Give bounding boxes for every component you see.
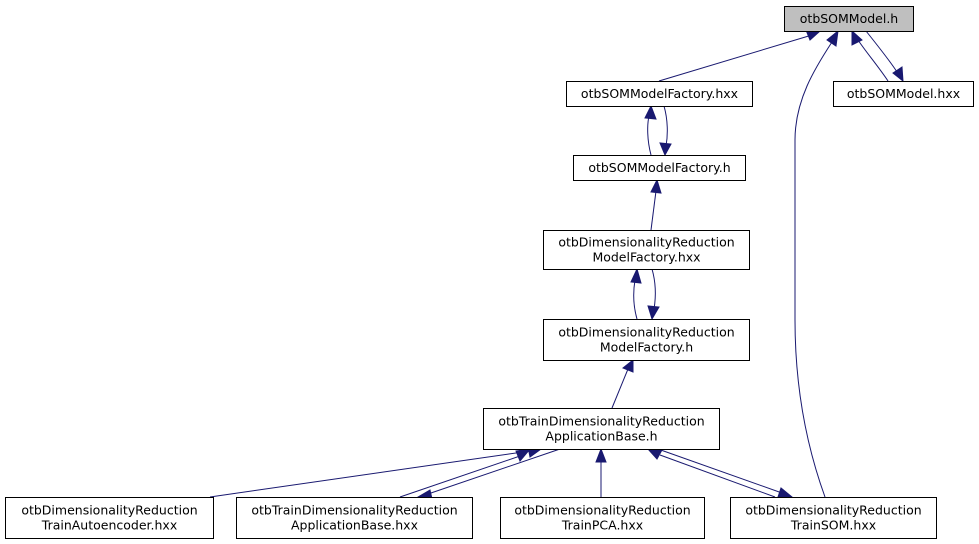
node-label-line: TrainPCA.hxx bbox=[561, 518, 643, 533]
graph-nodes: otbSOMModel.h otbSOMModelFactory.hxx otbSO… bbox=[5, 6, 974, 539]
arrowhead-icon bbox=[892, 66, 904, 83]
edge-som-factory-hxx-to-som-model-h bbox=[658, 29, 822, 82]
node-label-line: otbDimensionalityReduction bbox=[558, 325, 734, 340]
graph-edges bbox=[209, 29, 904, 500]
edge-line bbox=[794, 41, 833, 498]
node-label-line: TrainAutoencoder.hxx bbox=[41, 518, 177, 533]
arrowhead-icon bbox=[659, 142, 672, 157]
arrowhead-icon bbox=[644, 104, 657, 120]
node-box bbox=[573, 155, 746, 181]
edge-line bbox=[865, 30, 898, 73]
node-som-model-h: otbSOMModel.h bbox=[784, 6, 914, 32]
edge-dr-factory-hxx-to-som-factory-h bbox=[650, 178, 662, 231]
node-label-line: otbSOMModelFactory.hxx bbox=[581, 86, 738, 101]
edge-som-model-h-to-som-model-hxx bbox=[865, 30, 904, 83]
node-label-line: otbTrainDimensionalityReduction bbox=[251, 503, 457, 518]
edge-line bbox=[611, 368, 629, 409]
node-label-line: otbDimensionalityReduction bbox=[558, 235, 734, 250]
edge-line bbox=[857, 39, 889, 82]
node-box bbox=[236, 497, 473, 539]
node-box bbox=[5, 497, 214, 539]
edge-som-factory-h-to-som-factory-hxx bbox=[644, 104, 657, 156]
node-box bbox=[833, 81, 974, 107]
node-som-factory-h[interactable]: otbSOMModelFactory.h bbox=[573, 155, 746, 181]
arrowhead-icon bbox=[622, 358, 634, 373]
edge-line bbox=[399, 455, 521, 498]
arrowhead-icon bbox=[851, 29, 863, 46]
edge-line bbox=[651, 268, 656, 310]
node-label-line: otbDimensionalityReduction bbox=[21, 503, 197, 518]
node-label-line: otbSOMModelFactory.h bbox=[588, 160, 730, 175]
edge-line bbox=[657, 448, 783, 494]
arrowhead-icon bbox=[826, 29, 839, 47]
node-box bbox=[784, 6, 914, 32]
node-box bbox=[543, 319, 750, 361]
edge-train-base-h-to-train-base-hxx bbox=[416, 448, 561, 500]
edge-line bbox=[427, 448, 561, 495]
node-dr-factory-hxx[interactable]: otbDimensionalityReductionModelFactory.h… bbox=[543, 230, 750, 270]
node-label-line: otbSOMModel.h bbox=[800, 11, 898, 26]
arrowhead-icon bbox=[646, 448, 663, 460]
node-box bbox=[500, 497, 705, 539]
node-train-base-h[interactable]: otbTrainDimensionalityReductionApplicati… bbox=[483, 408, 720, 450]
edge-dr-factory-hxx-to-dr-factory-h bbox=[647, 268, 660, 321]
edge-train-som-to-train-base-h bbox=[646, 448, 776, 498]
node-box bbox=[730, 497, 937, 539]
node-label-line: TrainSOM.hxx bbox=[790, 518, 876, 533]
node-box bbox=[543, 230, 750, 270]
edge-line bbox=[663, 105, 668, 147]
node-label-line: otbDimensionalityReduction bbox=[745, 503, 921, 518]
arrowhead-icon bbox=[630, 267, 642, 284]
edge-dr-factory-h-to-dr-factory-hxx bbox=[630, 267, 642, 320]
edge-line bbox=[633, 279, 638, 320]
edge-train-som-to-som-model-h bbox=[794, 29, 839, 498]
edge-som-factory-hxx-to-som-factory-h bbox=[659, 105, 672, 157]
arrowhead-icon bbox=[595, 447, 607, 463]
node-label-line: otbDimensionalityReduction bbox=[514, 503, 690, 518]
node-label-line: ApplicationBase.hxx bbox=[291, 518, 418, 533]
edge-train-base-hxx-to-train-base-h bbox=[399, 448, 532, 498]
edge-line bbox=[647, 115, 652, 156]
node-train-ae[interactable]: otbDimensionalityReductionTrainAutoencod… bbox=[5, 497, 214, 539]
edge-line bbox=[650, 190, 657, 231]
node-som-factory-hxx[interactable]: otbSOMModelFactory.hxx bbox=[566, 81, 753, 107]
node-label-line: ModelFactory.h bbox=[600, 340, 693, 355]
edge-train-base-h-to-dr-factory-h bbox=[611, 358, 634, 409]
node-label-line: otbSOMModel.hxx bbox=[847, 86, 960, 101]
edge-line bbox=[658, 34, 813, 82]
edge-train-pca-to-train-base-h bbox=[595, 447, 607, 497]
node-label-line: ModelFactory.hxx bbox=[592, 250, 700, 265]
node-label-line: otbTrainDimensionalityReduction bbox=[498, 414, 704, 429]
edge-som-model-hxx-to-som-model-h bbox=[851, 29, 889, 82]
node-train-base-hxx[interactable]: otbTrainDimensionalityReductionApplicati… bbox=[236, 497, 473, 539]
edge-line bbox=[659, 454, 776, 498]
arrowhead-icon bbox=[650, 178, 662, 194]
edge-line bbox=[209, 450, 531, 498]
node-som-model-hxx[interactable]: otbSOMModel.hxx bbox=[833, 81, 974, 107]
arrowhead-icon bbox=[777, 487, 794, 498]
edge-train-base-h-to-train-som bbox=[657, 448, 794, 498]
arrowhead-icon bbox=[515, 448, 532, 462]
node-box bbox=[566, 81, 753, 107]
node-box bbox=[483, 408, 720, 450]
node-label-line: ApplicationBase.h bbox=[545, 429, 657, 444]
arrowhead-icon bbox=[647, 305, 660, 321]
